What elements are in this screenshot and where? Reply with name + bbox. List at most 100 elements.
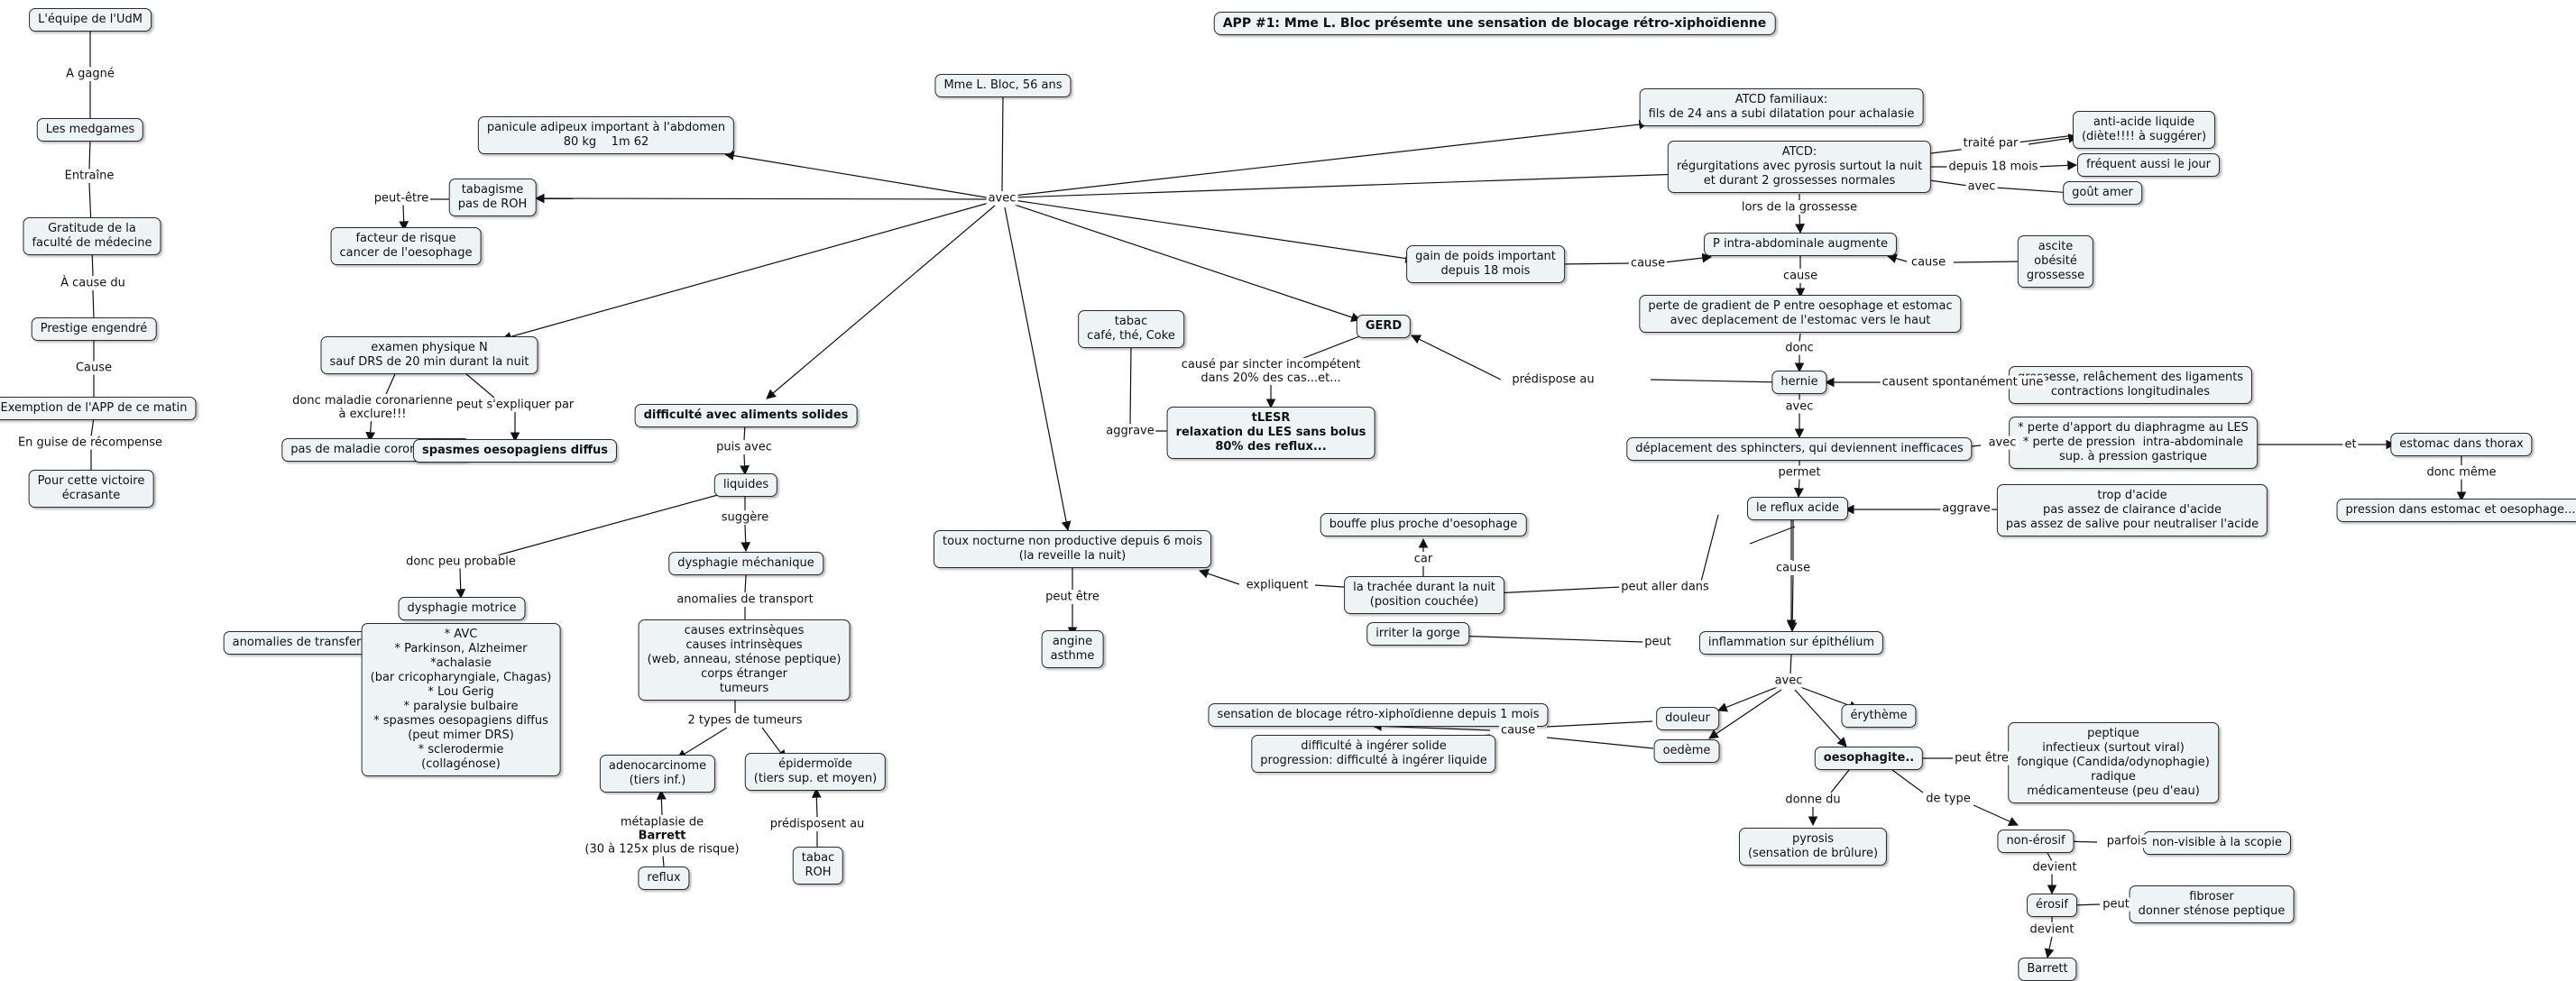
node-angine[interactable]: angine asthme xyxy=(1041,630,1104,668)
node-antiacide[interactable]: anti-acide liquide (diète!!!! à suggérer… xyxy=(2072,111,2216,149)
node-anomtransfer[interactable]: anomalies de transfer xyxy=(223,631,371,655)
link-label-agagne: A gagné xyxy=(64,67,116,81)
node-refluxacide[interactable]: le reflux acide xyxy=(1746,497,1849,520)
node-mme[interactable]: Mme L. Bloc, 56 ans xyxy=(934,74,1072,97)
link-label-doncmeme: donc même xyxy=(2424,465,2498,480)
node-trachee[interactable]: la trachée durant la nuit (position couc… xyxy=(1344,576,1504,614)
edge-96 xyxy=(1789,654,1792,674)
node-exemption[interactable]: Exemption de l'APP de ce matin xyxy=(0,397,197,420)
node-nonvisible[interactable]: non-visible à la scopie xyxy=(2142,831,2292,855)
node-tropacide[interactable]: trop d'acide pas assez de clairance d'ac… xyxy=(1996,484,2268,536)
node-sensation[interactable]: sensation de blocage rétro-xiphoïdienne … xyxy=(1208,703,1549,727)
edge-52 xyxy=(1198,569,1240,585)
node-gratitude[interactable]: Gratitude de la faculté de médecine xyxy=(23,217,161,255)
link-label-acause: À cause du xyxy=(59,276,127,290)
node-prestige[interactable]: Prestige engendré xyxy=(31,317,157,341)
edge-11 xyxy=(723,151,993,199)
node-bouffe[interactable]: bouffe plus proche d'oesophage xyxy=(1320,513,1527,536)
node-erosif[interactable]: érosif xyxy=(2027,894,2077,917)
edge-18 xyxy=(1013,169,1683,198)
node-deplacement[interactable]: déplacement des sphincters, qui devienne… xyxy=(1626,437,1973,461)
node-tlesr[interactable]: tLESR relaxation du LES sans bolus 80% d… xyxy=(1166,407,1375,459)
node-estomacthorax[interactable]: estomac dans thorax xyxy=(2390,433,2533,456)
edge-67 xyxy=(2034,160,2078,170)
node-douleur[interactable]: douleur xyxy=(1656,707,1719,730)
link-label-puisavec: puis avec xyxy=(714,440,774,454)
node-atcd[interactable]: ATCD: régurgitations avec pyrosis surtou… xyxy=(1667,141,1932,193)
link-label-metaplasie: métaplasie de Barrett (30 à 125x plus de… xyxy=(583,815,741,857)
node-toux[interactable]: toux nocturne non productive depuis 6 mo… xyxy=(934,530,1211,568)
node-victoire[interactable]: Pour cette victoire écrasante xyxy=(28,470,154,508)
node-atcdfam[interactable]: ATCD familiaux: fils de 24 ans a subi di… xyxy=(1639,88,1924,126)
node-gout[interactable]: goût amer xyxy=(2063,181,2142,205)
node-epider[interactable]: épidermoïde (tiers sup. et moyen) xyxy=(744,753,887,791)
node-facteur[interactable]: facteur de risque cancer de l'oesophage xyxy=(330,227,482,265)
edge-98 xyxy=(1708,689,1782,739)
node-pyrosis[interactable]: pyrosis (sensation de brûlure) xyxy=(1738,828,1888,866)
link-label-avec5: avec xyxy=(1772,674,1805,688)
link-label-aggrave2: aggrave xyxy=(1940,501,1992,516)
node-frequent[interactable]: fréquent aussi le jour xyxy=(2077,153,2220,177)
node-oesophagite[interactable]: oesophagite.. xyxy=(1814,747,1924,770)
edge-55 xyxy=(1450,630,1644,643)
node-medgames[interactable]: Les medgames xyxy=(36,118,144,142)
node-spasmes[interactable]: spasmes oesopagiens diffus xyxy=(412,439,618,463)
edge-47 xyxy=(1650,379,1782,383)
edge-71 xyxy=(1795,214,1805,234)
node-perte[interactable]: perte de gradient de P entre oesophage e… xyxy=(1639,295,1962,333)
node-oedeme[interactable]: oedème xyxy=(1653,739,1720,763)
node-irriter[interactable]: irriter la gorge xyxy=(1366,622,1469,646)
link-label-car: car xyxy=(1412,552,1435,566)
edge-62 xyxy=(1546,737,1654,749)
node-causes[interactable]: causes extrinsèques causes intrinsèques … xyxy=(638,619,851,701)
node-nonerosif[interactable]: non-érosif xyxy=(1997,830,2075,853)
node-tabaccafe[interactable]: tabac café, thé, Coke xyxy=(1078,310,1184,348)
node-barrett[interactable]: Barrett xyxy=(2018,958,2077,981)
link-label-cause6: cause xyxy=(1773,561,1813,575)
edge-5 xyxy=(92,289,95,321)
node-peptique[interactable]: peptique infectieux (surtout viral) fong… xyxy=(2008,722,2219,803)
node-tabagisme[interactable]: tabagisme pas de ROH xyxy=(448,179,537,216)
node-adeno[interactable]: adenocarcinome (tiers inf.) xyxy=(599,755,716,793)
edge-35 xyxy=(676,727,728,759)
node-avclist[interactable]: * AVC * Parkinson, Alzheimer *achalasie … xyxy=(361,623,561,776)
edge-60 xyxy=(1546,720,1653,728)
node-pertediaph[interactable]: * perte d'apport du diaphragme au LES * … xyxy=(2009,417,2258,469)
node-difficulte[interactable]: difficulté avec aliments solides xyxy=(634,404,858,427)
edge-21 xyxy=(399,204,409,232)
link-label-aggrave1: aggrave xyxy=(1104,424,1156,438)
edge-105 xyxy=(1891,769,1924,793)
link-label-peut1: peut xyxy=(1642,635,1673,649)
node-reflux[interactable]: reflux xyxy=(638,866,690,890)
node-pression[interactable]: pression dans estomac et oesophage... xyxy=(2336,499,2576,522)
node-panicule[interactable]: panicule adipeux important à l'abdomen 8… xyxy=(477,116,735,154)
node-gerd[interactable]: GERD xyxy=(1356,315,1412,338)
edge-75 xyxy=(1886,253,1908,263)
node-liquides[interactable]: liquides xyxy=(713,473,778,497)
node-ascite[interactable]: ascite obésité grossesse xyxy=(2017,235,2094,288)
node-tabacroh[interactable]: tabac ROH xyxy=(792,847,844,885)
node-dysmotrice[interactable]: dysphagie motrice xyxy=(398,597,526,620)
node-gainpoids[interactable]: gain de poids important depuis 18 mois xyxy=(1406,245,1565,283)
node-dysmeca[interactable]: dysphagie méchanique xyxy=(668,552,823,575)
node-diffingerer[interactable]: difficulté à ingérer solide progression:… xyxy=(1251,735,1496,773)
edge-29 xyxy=(455,567,466,600)
edge-114 xyxy=(2044,936,2055,959)
edge-17 xyxy=(1013,199,1416,263)
edge-53 xyxy=(1492,586,1622,598)
node-erytheme[interactable]: érythème xyxy=(1841,704,1917,728)
node-inflammation[interactable]: inflammation sur épithélium xyxy=(1698,631,1884,655)
edge-56 xyxy=(1749,526,1796,545)
node-grossesse[interactable]: grossesse, relâchement des ligaments con… xyxy=(2008,366,2253,404)
edge-31 xyxy=(741,524,751,553)
link-label-detype: de type xyxy=(1924,792,1973,806)
node-equipe[interactable]: L'équipe de l'UdM xyxy=(29,8,152,32)
node-fibroser[interactable]: fibroser donner sténose peptique xyxy=(2129,885,2295,923)
node-pintra[interactable]: P intra-abdominale augmente xyxy=(1703,233,1898,256)
link-label-peutetre1: peut-être xyxy=(372,191,431,206)
node-examen[interactable]: examen physique N sauf DRS de 20 min dur… xyxy=(320,336,538,374)
node-hernie[interactable]: hernie xyxy=(1771,371,1827,394)
link-label-cause3: cause xyxy=(1628,256,1668,270)
node-title[interactable]: APP #1: Mme L. Bloc présemte une sensati… xyxy=(1213,12,1776,35)
link-label-avec2: avec xyxy=(1965,179,1998,194)
